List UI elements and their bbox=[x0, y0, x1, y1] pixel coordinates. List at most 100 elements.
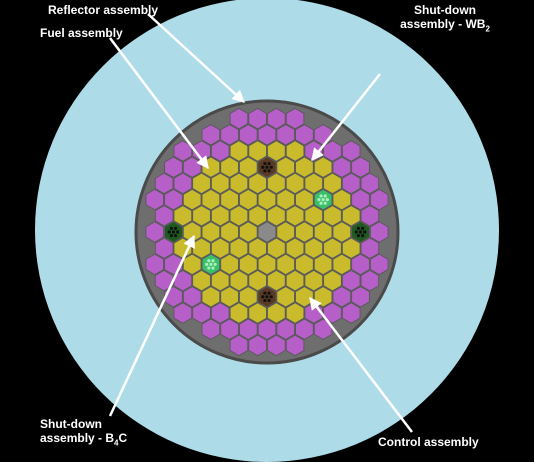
fuel-hex bbox=[248, 205, 267, 227]
label-shutdown-b4c: Shut-down assembly - B4C bbox=[40, 417, 127, 448]
assembly-pin bbox=[267, 291, 271, 295]
fuel-hex bbox=[285, 172, 305, 195]
assembly-pin bbox=[267, 169, 271, 173]
label-shutdown-b4c-subscript: 4 bbox=[114, 438, 119, 448]
fuel-hex bbox=[248, 140, 267, 162]
fuel-hex bbox=[248, 237, 267, 259]
fuel-hex bbox=[285, 269, 305, 292]
reflector-hex bbox=[351, 188, 370, 211]
arrow-control bbox=[309, 297, 413, 433]
assembly-pin bbox=[325, 198, 329, 202]
fuel-hex bbox=[295, 221, 314, 243]
assembly-pin bbox=[323, 201, 327, 205]
reflector-hex bbox=[201, 124, 221, 146]
reflector-hex bbox=[267, 334, 286, 357]
fuel-hex bbox=[323, 269, 342, 292]
reflector-hex bbox=[145, 188, 165, 211]
reflector-hex bbox=[351, 156, 370, 178]
reflector-hex bbox=[285, 334, 305, 357]
label-shutdown-b4c-line1: Shut-down bbox=[40, 417, 102, 431]
reflector-hex bbox=[295, 124, 314, 146]
fuel-hex bbox=[210, 237, 230, 259]
fuel-hex bbox=[276, 253, 295, 276]
fuel-hex bbox=[173, 205, 193, 227]
assembly-pin bbox=[211, 266, 215, 270]
assembly-pin bbox=[319, 194, 323, 198]
fuel-hex bbox=[304, 172, 324, 195]
reflector-hex bbox=[257, 124, 277, 146]
assembly-pin bbox=[265, 165, 269, 169]
fuel-hex bbox=[220, 156, 239, 178]
assembly-pin bbox=[267, 161, 271, 166]
label-shutdown-wb2-subscript: 2 bbox=[485, 24, 490, 34]
fuel-hex bbox=[332, 221, 352, 243]
reflector-hex bbox=[351, 253, 370, 276]
reflector-hex bbox=[369, 188, 389, 211]
fuel-hex bbox=[341, 205, 361, 227]
fuel-hex bbox=[210, 172, 230, 195]
hex-grid bbox=[145, 107, 389, 357]
fuel-hex bbox=[192, 172, 211, 195]
fuel-hex bbox=[285, 205, 305, 227]
fuel-hex bbox=[239, 188, 258, 211]
reflector-hex bbox=[201, 318, 221, 340]
fuel-hex bbox=[239, 156, 258, 178]
reflector-hex bbox=[239, 124, 258, 146]
arrow-reflector bbox=[147, 13, 245, 103]
fuel-hex bbox=[313, 253, 333, 276]
reflector-hex bbox=[313, 318, 333, 340]
fuel-hex bbox=[332, 253, 352, 276]
reflector-hex bbox=[220, 124, 239, 146]
fuel-hex bbox=[220, 253, 239, 276]
reflector-hex bbox=[154, 205, 174, 227]
assembly-pin bbox=[358, 230, 363, 234]
assembly-pin bbox=[319, 201, 323, 205]
fuel-hex bbox=[304, 237, 324, 259]
reflector-hex bbox=[220, 318, 239, 340]
assembly-pin bbox=[263, 169, 267, 173]
assembly-pin bbox=[207, 266, 211, 270]
reflector-hex bbox=[276, 124, 295, 146]
fuel-hex bbox=[276, 156, 295, 178]
fuel-hex bbox=[323, 205, 342, 227]
reflector-hex bbox=[154, 172, 174, 195]
reflector-hex bbox=[341, 302, 361, 324]
fuel-hex bbox=[229, 140, 249, 162]
fuel-hex bbox=[192, 205, 211, 227]
arrow-b4c bbox=[108, 234, 196, 417]
reflector-hex bbox=[145, 253, 165, 276]
reflector-hex bbox=[351, 286, 370, 308]
assembly-pin bbox=[267, 298, 271, 303]
assembly-pin bbox=[173, 234, 178, 238]
fuel-hex bbox=[182, 188, 202, 211]
reflector-hex bbox=[341, 140, 361, 162]
assembly-pin bbox=[169, 234, 173, 238]
fuel-hex bbox=[229, 205, 249, 227]
fuel-hex bbox=[304, 205, 324, 227]
reflector-hex bbox=[248, 334, 267, 357]
fuel-hex bbox=[201, 188, 221, 211]
assembly-pin bbox=[173, 226, 178, 230]
reflector-hex bbox=[210, 140, 230, 162]
assembly-pin bbox=[171, 230, 176, 234]
fuel-hex bbox=[229, 269, 249, 292]
reflector-hex bbox=[248, 107, 267, 130]
fuel-hex bbox=[239, 253, 258, 276]
fuel-hex bbox=[220, 188, 239, 211]
arrow-wb2 bbox=[311, 73, 381, 161]
reflector-hex bbox=[360, 269, 380, 292]
fuel-hex bbox=[229, 237, 249, 259]
fuel-hex bbox=[192, 237, 211, 259]
reflector-hex bbox=[369, 253, 389, 276]
assembly-pin bbox=[213, 262, 217, 266]
fuel-hex bbox=[248, 302, 267, 324]
label-shutdown-wb2-line1: Shut-down bbox=[414, 3, 476, 17]
fuel-hex bbox=[313, 221, 333, 243]
assembly-pin bbox=[205, 262, 209, 266]
reflector-hex bbox=[360, 237, 380, 259]
reflector-hex bbox=[145, 221, 165, 243]
fuel-hex bbox=[248, 172, 267, 195]
reflector-hex bbox=[332, 286, 352, 308]
reflector-hex bbox=[332, 156, 352, 178]
assembly-pin bbox=[317, 198, 321, 202]
